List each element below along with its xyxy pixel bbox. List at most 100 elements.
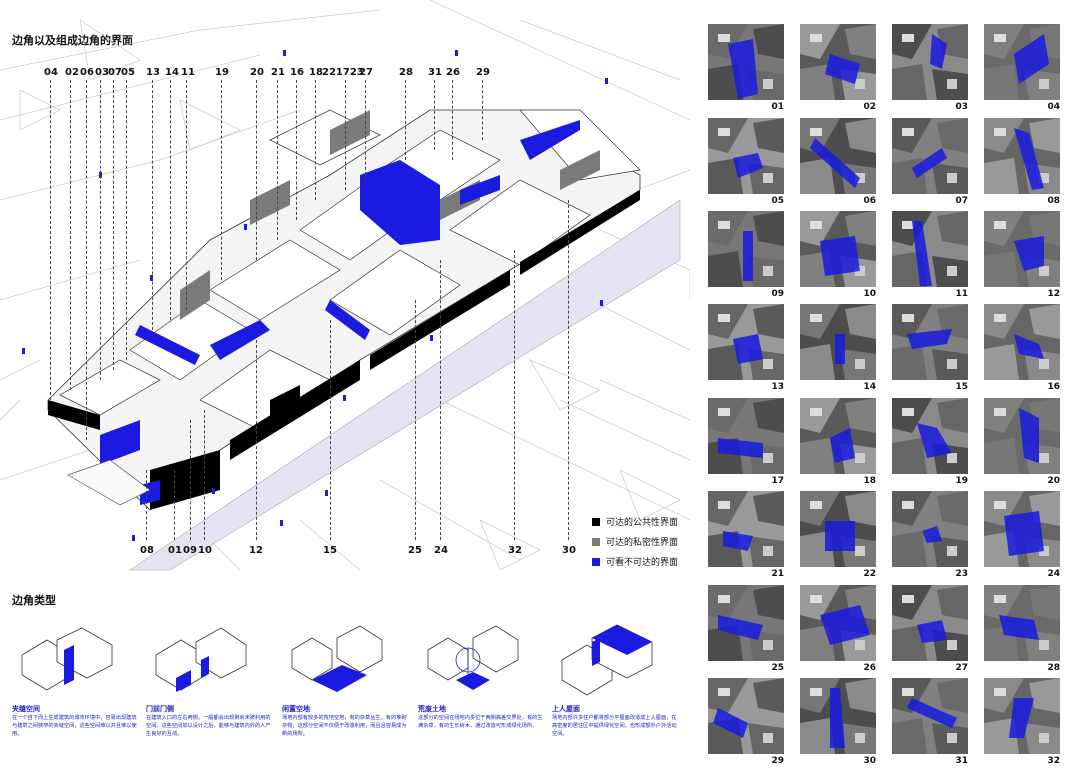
callout-top-07: 07 xyxy=(108,67,122,78)
photo-tile-10 xyxy=(800,211,876,287)
callout-top-03: 03 xyxy=(95,67,109,78)
photo-tile-07 xyxy=(892,118,968,194)
photo-label: 32 xyxy=(1047,756,1060,766)
aerial-photo xyxy=(984,118,1060,194)
type-desc: 在一个自下而上生成建筑的城市环境中，容易出现建筑与建筑之间狭窄的夹缝空间，这些空… xyxy=(12,715,137,737)
legend-label: 可看不可达的界面 xyxy=(606,558,679,568)
photo-tile-04 xyxy=(984,24,1060,100)
photo-label: 06 xyxy=(863,196,876,206)
photo-label: 27 xyxy=(955,663,968,673)
aerial-photo xyxy=(984,491,1060,567)
photo-label: 13 xyxy=(771,382,784,392)
leader-line xyxy=(514,250,515,540)
photo-tile-17 xyxy=(708,398,784,474)
photo-label: 05 xyxy=(771,196,784,206)
leader-line xyxy=(452,80,453,160)
photo-label: 01 xyxy=(771,102,784,112)
type-diagram-gap xyxy=(21,627,113,691)
aerial-photo xyxy=(800,491,876,567)
callout-top-26: 26 xyxy=(446,67,460,78)
leader-line xyxy=(440,260,441,540)
aerial-photo xyxy=(984,398,1060,474)
type-card-gap: 夹缝空间 在一个自下而上生成建筑的城市环境中，容易出现建筑与建筑之间狭窄的夹缝空… xyxy=(12,620,140,738)
callout-bottom-12: 12 xyxy=(249,545,263,556)
leader-line xyxy=(152,80,153,330)
leader-line xyxy=(345,80,346,190)
callout-top-221723: 221723 xyxy=(322,67,364,78)
photo-label: 28 xyxy=(1047,663,1060,673)
photo-label: 20 xyxy=(1047,476,1060,486)
legend-swatch xyxy=(592,517,600,526)
type-diagram-entrance xyxy=(155,627,247,692)
photo-label: 18 xyxy=(863,476,876,486)
leader-line xyxy=(190,420,191,540)
photo-tile-16 xyxy=(984,304,1060,380)
leader-line xyxy=(315,80,316,200)
photo-tile-05 xyxy=(708,118,784,194)
callout-bottom-08: 08 xyxy=(140,545,154,556)
type-diagram-wasteland xyxy=(427,625,519,690)
photo-label: 08 xyxy=(1047,196,1060,206)
leader-line xyxy=(365,80,366,180)
type-desc: 场地内部有较多的荒地空地，有的杂草丛生，有的堆砌杂物，这部分空间不仅便于改造利用… xyxy=(282,715,407,737)
aerial-photo xyxy=(708,678,784,754)
photo-tile-01 xyxy=(708,24,784,100)
leader-line xyxy=(296,80,297,220)
type-title: 闲置空地 xyxy=(282,705,310,713)
photo-label: 17 xyxy=(771,476,784,486)
callout-top-27: 27 xyxy=(359,67,373,78)
leader-line xyxy=(568,200,569,540)
aerial-photo xyxy=(892,398,968,474)
aerial-photo xyxy=(708,398,784,474)
callout-top-11: 11 xyxy=(181,67,195,78)
legend: 可达的公共性界面 可达的私密性界面 可看不可达的界面 xyxy=(592,515,678,575)
leader-line xyxy=(415,300,416,540)
photo-tile-25 xyxy=(708,585,784,661)
aerial-photo xyxy=(892,491,968,567)
type-desc: 在建筑入口的左右两侧，一般都会出现剩余未被利用的空间。这些空间加以设计之后，能够… xyxy=(146,715,271,737)
callout-bottom-01: 01 xyxy=(168,545,182,556)
annex xyxy=(67,459,151,506)
leader-line xyxy=(146,470,147,540)
type-card-roof: 上人屋面 场地内部许多住户都将部分平屋面改造成上人屋面，在高密度的居住区中提供绿… xyxy=(552,620,680,738)
leader-line xyxy=(50,80,51,400)
photo-tile-15 xyxy=(892,304,968,380)
photo-label: 19 xyxy=(955,476,968,486)
road-band xyxy=(129,199,681,571)
photo-tile-14 xyxy=(800,304,876,380)
photo-label: 22 xyxy=(863,569,876,579)
photo-label: 07 xyxy=(955,196,968,206)
aerial-photo xyxy=(892,585,968,661)
photo-label: 24 xyxy=(1047,569,1060,579)
type-title: 门前门侧 xyxy=(146,705,174,713)
legend-item-visible: 可看不可达的界面 xyxy=(592,555,678,568)
photo-label: 11 xyxy=(955,289,968,299)
leader-line xyxy=(204,410,205,540)
photo-label: 30 xyxy=(863,756,876,766)
legend-item-private: 可达的私密性界面 xyxy=(592,535,678,548)
callout-bottom-30: 30 xyxy=(562,545,576,556)
photo-label: 09 xyxy=(771,289,784,299)
photo-label: 29 xyxy=(771,756,784,766)
callout-top-29: 29 xyxy=(476,67,490,78)
aerial-photo xyxy=(892,24,968,100)
aerial-photo xyxy=(800,585,876,661)
photo-tile-11 xyxy=(892,211,968,287)
callout-top-02: 02 xyxy=(65,67,79,78)
legend-item-public: 可达的公共性界面 xyxy=(592,515,678,528)
aerial-photo xyxy=(708,118,784,194)
photo-label: 31 xyxy=(955,756,968,766)
photo-tile-09 xyxy=(708,211,784,287)
photo-label: 03 xyxy=(955,102,968,112)
type-title: 上人屋面 xyxy=(552,705,580,713)
type-card-entrance: 门前门侧 在建筑入口的左右两侧，一般都会出现剩余未被利用的空间。这些空间加以设计… xyxy=(146,620,274,738)
leader-line xyxy=(221,80,222,280)
photo-label: 10 xyxy=(863,289,876,299)
photo-label: 21 xyxy=(771,569,784,579)
aerial-photo xyxy=(800,24,876,100)
leader-line xyxy=(256,80,257,260)
leader-line xyxy=(434,80,435,150)
aerial-photo xyxy=(800,398,876,474)
type-diagram-vacant xyxy=(291,625,383,692)
leader-line xyxy=(70,80,71,390)
